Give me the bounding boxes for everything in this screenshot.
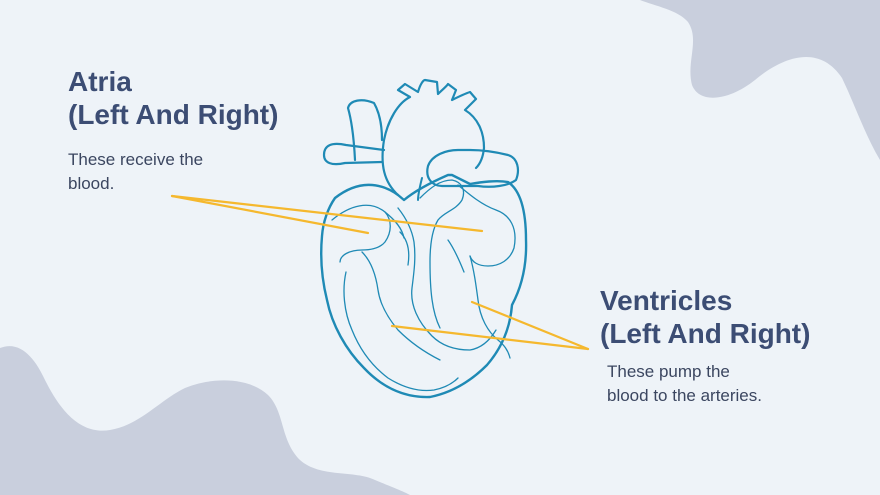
heart-outline <box>320 173 528 399</box>
atria-description-line2: blood. <box>68 174 115 193</box>
atria-description-line1: These receive the <box>68 150 204 169</box>
right-atrium-wall <box>457 184 516 267</box>
atria-description: These receive the blood. <box>68 148 203 196</box>
pointer-lines <box>170 194 590 351</box>
left-ventricle-wall <box>343 271 459 392</box>
atria-title-line2: (Left And Right) <box>68 99 279 130</box>
atria-title: Atria (Left And Right) <box>68 65 278 131</box>
atria-title-line1: Atria <box>68 66 132 97</box>
ventricles-description-line2: blood to the arteries. <box>607 386 762 405</box>
ventricles-pointer-upper <box>470 300 590 351</box>
right-ventricle-wall <box>469 255 511 359</box>
left-pulmonary-vessel <box>322 142 386 166</box>
top-left-vessel <box>346 99 384 162</box>
septum <box>397 207 497 351</box>
atria-pointer-left <box>170 194 370 235</box>
ventricles-description: These pump the blood to the arteries. <box>607 360 762 408</box>
ventricles-title-line2: (Left And Right) <box>600 318 811 349</box>
right-pulmonary-vessel <box>426 148 519 188</box>
atria-pointer-right <box>170 194 484 233</box>
ventricles-title-line1: Ventricles <box>600 285 733 316</box>
aorta <box>381 78 486 197</box>
heart-illustration <box>320 78 528 399</box>
ventricles-title: Ventricles (Left And Right) <box>600 284 810 350</box>
ventricles-description-line1: These pump the <box>607 362 730 381</box>
left-atrium-wall <box>331 204 391 263</box>
ventricles-pointer-lower <box>390 324 590 351</box>
